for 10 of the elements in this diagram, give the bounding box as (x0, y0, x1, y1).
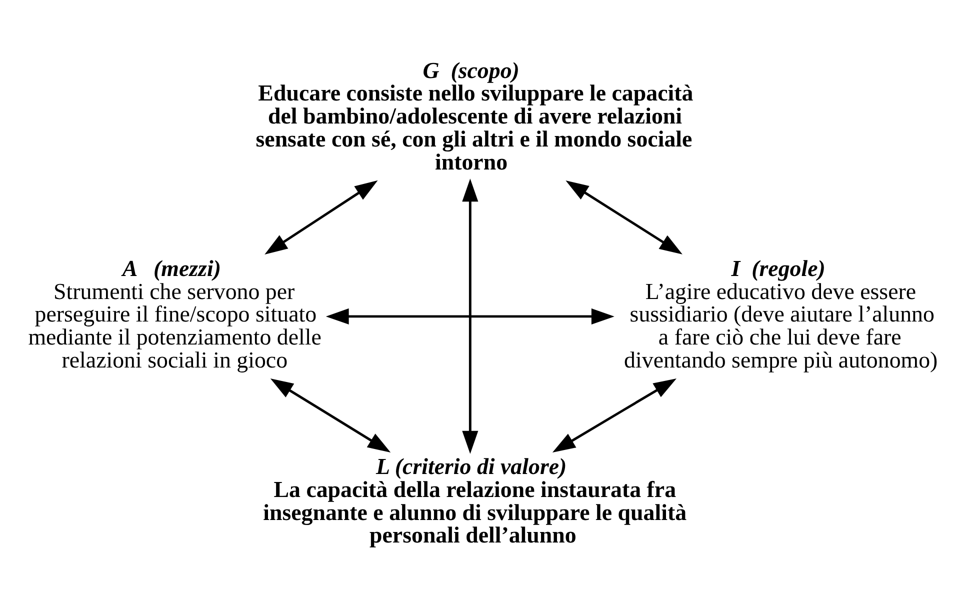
node-text: A (mezzi) Strumenti che servono per perseguire il fine/scopo situato mediante il potenziamento delle relazioni sociali in gioco (28, 255, 322, 372)
arrow (326, 308, 614, 324)
arrow (264, 180, 378, 254)
arrow (462, 178, 478, 454)
node-text: I (regole) L’agire educativo deve essere sussidiario (deve aiutare l’alunno a fare ciò che lui deve fare diventando sempre più autonomo) (624, 255, 938, 372)
node-text: G (scopo) Educare consiste nello sviluppare le capacità del bambino/adolescente di avere relazioni sensate con sé, con gli altri e il mondo sociale intorno (256, 57, 694, 174)
arrow (566, 180, 682, 254)
arrow (270, 378, 391, 452)
arrow (552, 378, 676, 452)
node-text: L (criterio di valore) La capacità della relazione instaurata fra insegnante e alunno di sviluppare le qualità personali dell’alunno (263, 453, 687, 548)
